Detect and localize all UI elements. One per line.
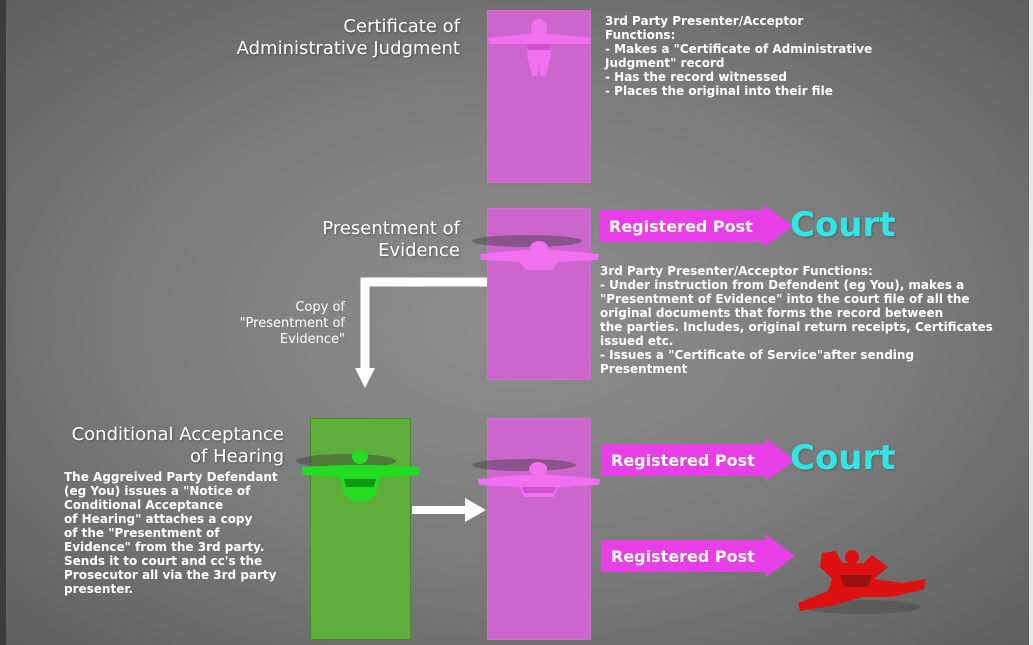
middle-court-label: Court — [790, 205, 896, 245]
bottom-registered-post-prosecutor-label: Registered Post — [601, 540, 765, 572]
defendant-to-presenter-arrow — [412, 498, 486, 522]
copy-elbow-arrow — [355, 277, 487, 388]
prosecutor-figure-icon — [798, 550, 926, 614]
middle-info-text: 3rd Party Presenter/Acceptor Functions: … — [600, 264, 993, 376]
top-info-text: 3rd Party Presenter/Acceptor Functions: … — [605, 14, 873, 98]
middle-presenter-figure-icon — [472, 235, 599, 270]
middle-presenter-pillar — [487, 208, 591, 380]
bottom-presenter-pillar — [487, 418, 591, 640]
copy-label: Copy of "Presentment of Evidence" — [239, 300, 345, 347]
top-presenter-figure-icon — [488, 19, 591, 76]
bottom-registered-post-prosecutor-arrow: Registered Post — [601, 534, 795, 578]
conditional-acceptance-heading: Conditional Acceptance of Hearing — [71, 424, 284, 467]
presentment-heading: Presentment of Evidence — [322, 218, 460, 261]
bottom-post-prosecutor-arrowhead — [764, 534, 795, 578]
certificate-heading: Certificate of Administrative Judgment — [236, 16, 460, 59]
middle-registered-post-label: Registered Post — [599, 210, 763, 242]
middle-registered-post-arrow: Registered Post — [599, 204, 793, 248]
middle-post-arrowhead — [762, 204, 793, 248]
defendant-description: The Aggreived Party Defendant (eg You) i… — [64, 470, 278, 596]
bottom-registered-post-court-label: Registered Post — [601, 444, 765, 476]
defendant-figure-icon — [296, 450, 420, 501]
bottom-court-label: Court — [790, 438, 896, 478]
defendant-pillar — [310, 418, 411, 640]
bottom-registered-post-court-arrow: Registered Post — [601, 438, 795, 482]
bottom-presenter-figure-icon — [472, 459, 600, 497]
bottom-post-court-arrowhead — [764, 438, 795, 482]
